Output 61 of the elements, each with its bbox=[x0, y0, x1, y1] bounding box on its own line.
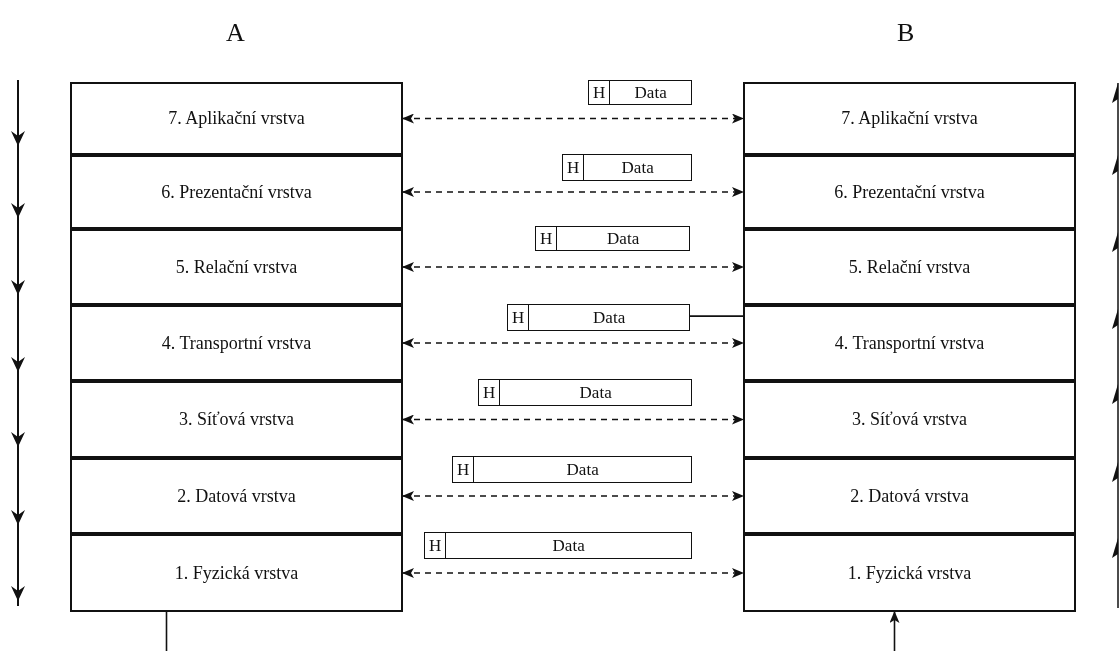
layer-box bbox=[70, 305, 403, 381]
layer-label: 4. Transportní vrstva bbox=[161, 332, 312, 354]
layer-box bbox=[70, 155, 403, 229]
layer-label: 1. Fyzická vrstva bbox=[847, 562, 972, 584]
arrow bbox=[402, 113, 744, 124]
layer-box bbox=[743, 534, 1076, 612]
header-label: H bbox=[425, 533, 447, 558]
layer-label: 3. Síťová vrstva bbox=[178, 409, 295, 430]
layer-label: 7. Aplikační vrstva bbox=[168, 108, 305, 129]
layer-box bbox=[70, 229, 403, 305]
arrow bbox=[402, 568, 744, 578]
layer-label: 1. Fyzická vrstva bbox=[174, 562, 299, 584]
layer-label: 3. Síťová vrstva bbox=[851, 409, 968, 430]
packet-box bbox=[424, 532, 692, 559]
layer-box bbox=[70, 534, 403, 612]
header-label: H bbox=[563, 155, 585, 180]
layer-label: 5. Relační vrstva bbox=[848, 256, 971, 278]
layer-box bbox=[743, 458, 1076, 534]
packet-box bbox=[562, 154, 692, 181]
header-label: H bbox=[536, 227, 558, 250]
data-label: Data bbox=[606, 228, 641, 249]
data-label: Data bbox=[578, 382, 613, 403]
packet-box bbox=[452, 456, 692, 483]
layer-label: 7. Aplikační vrstva bbox=[841, 108, 978, 129]
connector-line bbox=[165, 611, 168, 651]
layer-box bbox=[743, 82, 1076, 155]
layer-label: 2. Datová vrstva bbox=[177, 485, 296, 507]
header-label: H bbox=[453, 457, 475, 482]
data-label: Data bbox=[565, 459, 600, 480]
layer-label: 6. Prezentační vrstva bbox=[161, 181, 312, 203]
packet-box bbox=[478, 379, 692, 406]
data-label: Data bbox=[633, 82, 668, 103]
layer-box bbox=[70, 82, 403, 155]
arrow bbox=[402, 414, 744, 425]
header-label: H bbox=[508, 305, 530, 330]
data-label: Data bbox=[620, 157, 655, 178]
arrow bbox=[402, 491, 744, 501]
column-heading: B bbox=[897, 18, 915, 48]
header-label: H bbox=[589, 81, 611, 104]
column-heading: A bbox=[226, 18, 245, 48]
arrow bbox=[402, 338, 744, 348]
connector-line bbox=[689, 315, 744, 317]
layer-box bbox=[70, 381, 403, 458]
layer-label: 4. Transportní vrstva bbox=[834, 332, 985, 354]
packet-box bbox=[535, 226, 690, 251]
layer-box bbox=[743, 155, 1076, 229]
arrow bbox=[402, 187, 744, 197]
arrow bbox=[402, 262, 744, 272]
layer-label: 6. Prezentační vrstva bbox=[834, 181, 985, 203]
data-label: Data bbox=[592, 307, 627, 328]
layer-box bbox=[743, 305, 1076, 381]
layer-box bbox=[743, 229, 1076, 305]
data-label: Data bbox=[551, 535, 586, 556]
header-label: H bbox=[479, 380, 501, 405]
layer-label: 5. Relační vrstva bbox=[175, 256, 298, 278]
packet-box bbox=[588, 80, 692, 105]
arrow bbox=[889, 611, 900, 651]
layer-box bbox=[743, 381, 1076, 458]
layer-label: 2. Datová vrstva bbox=[850, 485, 969, 507]
packet-box bbox=[507, 304, 690, 331]
layer-box bbox=[70, 458, 403, 534]
